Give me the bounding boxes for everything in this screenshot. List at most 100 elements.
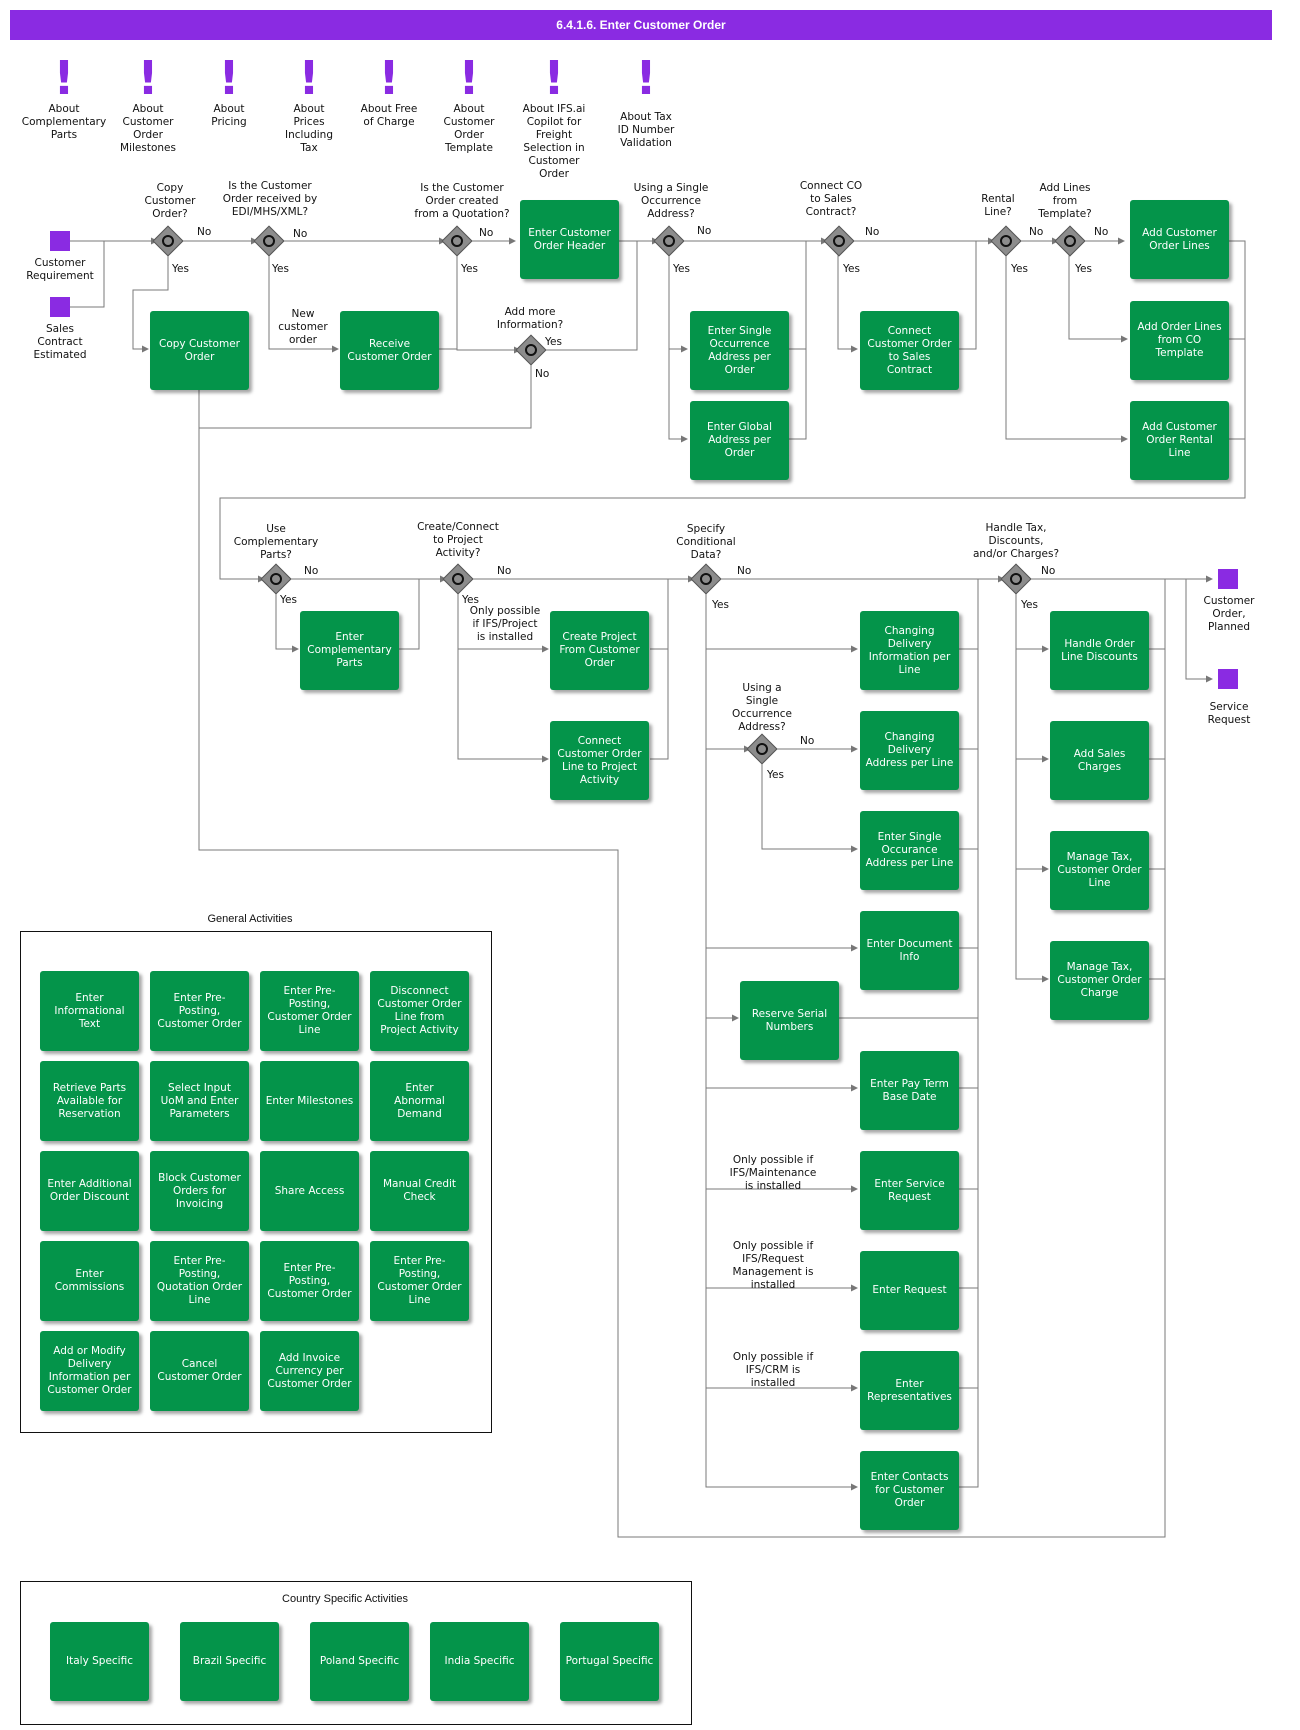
general-activity[interactable]: Manual Credit Check: [370, 1151, 469, 1231]
task-enter-single-occ[interactable]: Enter Single Occurrence Address per Orde…: [690, 311, 789, 390]
notice-item[interactable]: !About Customer Order Template: [421, 55, 517, 155]
start-event-sales-contract[interactable]: [50, 297, 70, 317]
task-handle-discounts[interactable]: Handle Order Line Discounts: [1050, 611, 1149, 690]
task-copy-co[interactable]: Copy Customer Order: [150, 311, 249, 390]
edge-no: No: [1094, 226, 1109, 238]
edge-label-only-crm: Only possible if IFS/CRM is installed: [732, 1351, 814, 1389]
gateway-project[interactable]: [442, 563, 474, 595]
country-activity[interactable]: Poland Specific: [310, 1622, 409, 1701]
gateway-rental[interactable]: [990, 225, 1022, 257]
end-event-customer-order-planned[interactable]: [1218, 569, 1238, 589]
general-activity[interactable]: Share Access: [260, 1151, 359, 1231]
notice-label: About Prices Including Tax: [285, 103, 333, 154]
gateway-tax[interactable]: [1000, 563, 1032, 595]
general-activity[interactable]: Enter Additional Order Discount: [40, 1151, 139, 1231]
edge-yes: Yes: [1011, 263, 1028, 275]
task-enter-request[interactable]: Enter Request: [860, 1251, 959, 1330]
edge-yes: Yes: [843, 263, 860, 275]
gateway-single-occ[interactable]: [653, 225, 685, 257]
exclamation-icon: !: [53, 51, 75, 105]
gateway-add-more[interactable]: [515, 334, 547, 366]
country-activities-frame: [20, 1581, 692, 1725]
general-activity[interactable]: Disconnect Customer Order Line from Proj…: [370, 971, 469, 1051]
task-receive-co[interactable]: Receive Customer Order: [340, 311, 439, 390]
edge-no: No: [535, 368, 550, 380]
gateway-quotation[interactable]: [441, 225, 473, 257]
task-add-sales-charges[interactable]: Add Sales Charges: [1050, 721, 1149, 800]
edge-yes: Yes: [767, 769, 784, 781]
general-activity[interactable]: Cancel Customer Order: [150, 1331, 249, 1411]
task-create-project[interactable]: Create Project From Customer Order: [550, 611, 649, 690]
task-enter-comp-parts[interactable]: Enter Complementary Parts: [300, 611, 399, 690]
task-enter-doc-info[interactable]: Enter Document Info: [860, 911, 959, 990]
task-connect-project[interactable]: Connect Customer Order Line to Project A…: [550, 721, 649, 800]
task-add-lines-tpl[interactable]: Add Order Lines from CO Template: [1130, 301, 1229, 380]
exclamation-icon: !: [543, 51, 565, 105]
general-activity[interactable]: Block Customer Orders for Invoicing: [150, 1151, 249, 1231]
notice-item[interactable]: !About Complementary Parts: [16, 55, 112, 142]
gateway-label-tax: Handle Tax, Discounts, and/or Charges?: [972, 522, 1060, 560]
task-enter-pay-term[interactable]: Enter Pay Term Base Date: [860, 1051, 959, 1130]
country-activity[interactable]: Portugal Specific: [560, 1622, 659, 1701]
notice-label: About Tax ID Number Validation: [617, 111, 675, 149]
task-enter-global-addr[interactable]: Enter Global Address per Order: [690, 401, 789, 480]
task-add-co-lines[interactable]: Add Customer Order Lines: [1130, 200, 1229, 279]
notice-label: About Free of Charge: [360, 103, 418, 128]
task-enter-contacts[interactable]: Enter Contacts for Customer Order: [860, 1451, 959, 1530]
edge-yes: Yes: [172, 263, 189, 275]
gateway-single-occ2[interactable]: [746, 733, 778, 765]
notice-item[interactable]: !About Prices Including Tax: [261, 55, 357, 155]
general-activity[interactable]: Enter Abnormal Demand: [370, 1061, 469, 1141]
general-activity[interactable]: Enter Pre- Posting, Quotation Order Line: [150, 1241, 249, 1321]
task-changing-delivery-info[interactable]: Changing Delivery Information per Line: [860, 611, 959, 690]
edge-yes: Yes: [462, 594, 479, 606]
general-activity[interactable]: Select Input UoM and Enter Parameters: [150, 1061, 249, 1141]
notice-item[interactable]: !About Pricing: [181, 55, 277, 129]
task-enter-representatives[interactable]: Enter Representatives: [860, 1351, 959, 1430]
edge-no: No: [737, 565, 752, 577]
country-activity[interactable]: Italy Specific: [50, 1622, 149, 1701]
edge-no: No: [865, 226, 880, 238]
task-add-rental[interactable]: Add Customer Order Rental Line: [1130, 401, 1229, 480]
start-event-customer-requirement[interactable]: [50, 231, 70, 251]
task-enter-single-occ-line[interactable]: Enter Single Occurance Address per Line: [860, 811, 959, 890]
edge-label-only-maintenance: Only possible if IFS/Maintenance is inst…: [729, 1154, 817, 1192]
general-activity[interactable]: Add Invoice Currency per Customer Order: [260, 1331, 359, 1411]
exclamation-icon: !: [137, 51, 159, 105]
country-activity[interactable]: Brazil Specific: [180, 1622, 279, 1701]
general-activity[interactable]: Enter Pre- Posting, Customer Order: [260, 1241, 359, 1321]
edge-no: No: [479, 227, 494, 239]
general-activity[interactable]: Enter Pre- Posting, Customer Order: [150, 971, 249, 1051]
general-activity[interactable]: Enter Commissions: [40, 1241, 139, 1321]
gateway-label-quotation: Is the Customer Order created from a Quo…: [414, 182, 510, 220]
notice-item[interactable]: !About IFS.ai Copilot for Freight Select…: [506, 55, 602, 181]
general-activity[interactable]: Enter Pre- Posting, Customer Order Line: [370, 1241, 469, 1321]
country-activity[interactable]: India Specific: [430, 1622, 529, 1701]
gateway-label-conditional: Specify Conditional Data?: [676, 523, 736, 561]
task-enter-co-header[interactable]: Enter Customer Order Header: [520, 200, 619, 279]
gateway-conditional[interactable]: [690, 563, 722, 595]
gateway-copy-co[interactable]: [152, 225, 184, 257]
task-connect-sc[interactable]: Connect Customer Order to Sales Contract: [860, 311, 959, 390]
gateway-complementary[interactable]: [260, 563, 292, 595]
notice-item[interactable]: !About Tax ID Number Validation: [598, 55, 694, 150]
gateway-label-rental: Rental Line?: [981, 193, 1015, 218]
general-activity[interactable]: Enter Milestones: [260, 1061, 359, 1141]
task-reserve-serial[interactable]: Reserve Serial Numbers: [740, 981, 839, 1060]
general-activity[interactable]: Enter Informational Text: [40, 971, 139, 1051]
task-enter-service-request[interactable]: Enter Service Request: [860, 1151, 959, 1230]
edge-no: No: [697, 225, 712, 237]
gateway-add-lines-tpl[interactable]: [1054, 225, 1086, 257]
general-activities-frame: [20, 931, 492, 1433]
notice-item[interactable]: !About Free of Charge: [341, 55, 437, 129]
gateway-connect-sc[interactable]: [823, 225, 855, 257]
notice-item[interactable]: !About Customer Order Milestones: [100, 55, 196, 155]
task-manage-tax-line[interactable]: Manage Tax, Customer Order Line: [1050, 831, 1149, 910]
general-activity[interactable]: Enter Pre- Posting, Customer Order Line: [260, 971, 359, 1051]
general-activity[interactable]: Add or Modify Delivery Information per C…: [40, 1331, 139, 1411]
task-manage-tax-charge[interactable]: Manage Tax, Customer Order Charge: [1050, 941, 1149, 1020]
general-activity[interactable]: Retrieve Parts Available for Reservation: [40, 1061, 139, 1141]
task-changing-delivery-addr[interactable]: Changing Delivery Address per Line: [860, 711, 959, 790]
end-event-service-request[interactable]: [1218, 669, 1238, 689]
gateway-edi[interactable]: [253, 225, 285, 257]
